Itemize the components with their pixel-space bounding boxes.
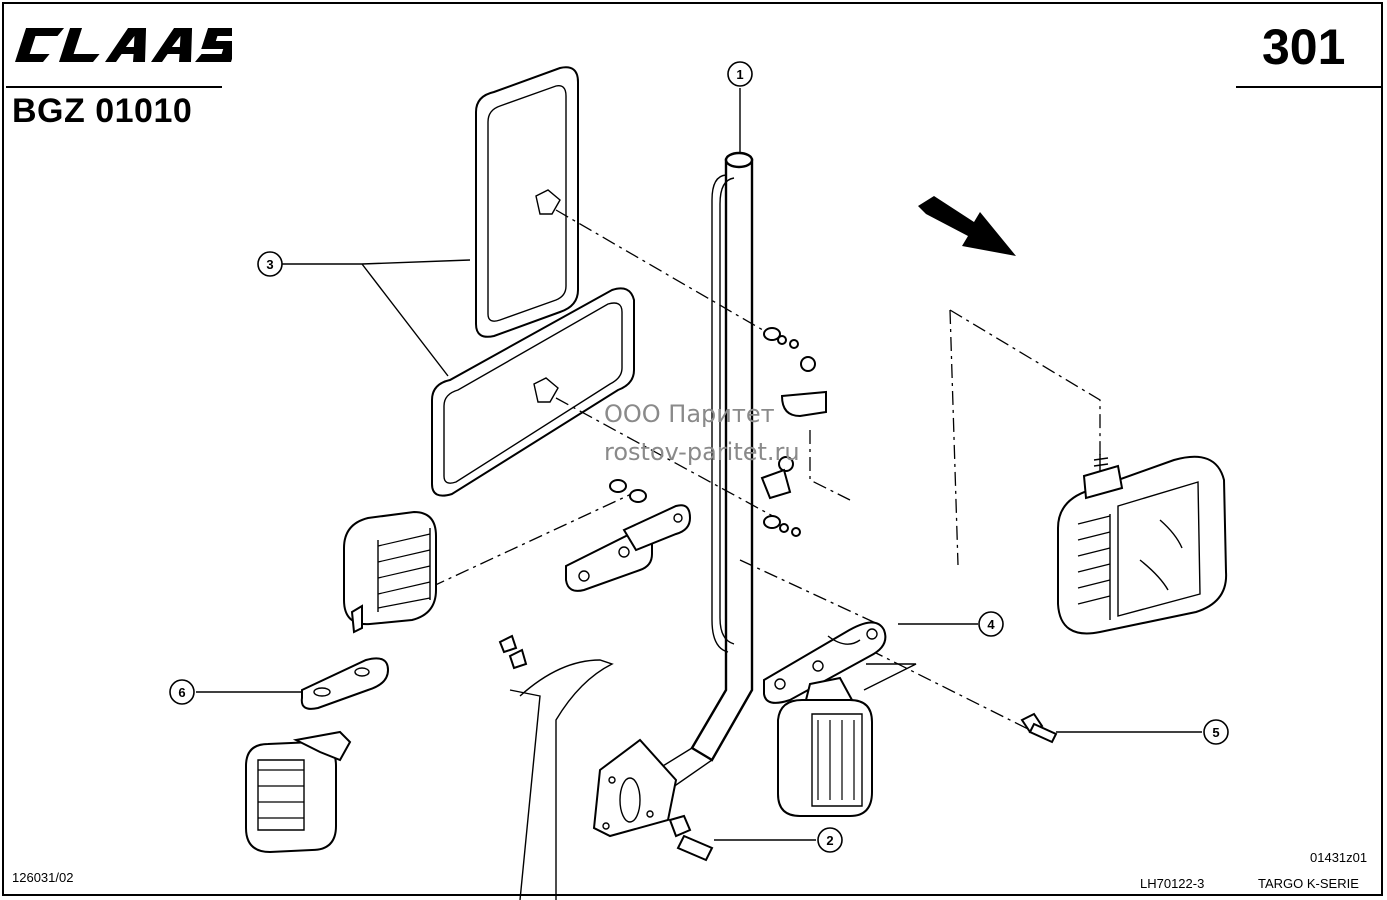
direction-arrow: [918, 196, 1016, 256]
claas-logo: [15, 28, 232, 62]
callout-1: 1: [727, 61, 753, 87]
callout-4: 4: [978, 611, 1004, 637]
watermark-website: rostov-paritet.ru: [604, 438, 800, 466]
callout-3: 3: [257, 251, 283, 277]
work-light-lower-left: [245, 730, 352, 854]
footer-figure-id: 01431z01: [1310, 850, 1368, 865]
watermark-company: ООО Паритет: [604, 400, 775, 428]
mirror-hardware: [609, 327, 827, 537]
hex-bolt: [1020, 712, 1058, 744]
svg-text:3: 3: [266, 257, 273, 272]
mirror-support-post: [623, 151, 754, 811]
mounting-plate: [300, 657, 390, 710]
svg-text:2: 2: [826, 833, 833, 848]
upper-mirror: [475, 66, 579, 338]
cab-pillar: [498, 634, 714, 900]
footer-series: TARGO K-SERIE: [1258, 876, 1359, 891]
work-light-lower-right: [777, 676, 873, 817]
drawing-code: BGZ 01010: [12, 92, 193, 130]
svg-text:6: 6: [178, 685, 185, 700]
footer-left-code: 126031/02: [12, 870, 74, 885]
lower-mirror: [431, 287, 635, 497]
svg-text:4: 4: [987, 617, 995, 632]
callout-6: 6: [169, 679, 195, 705]
work-light-right: [1057, 454, 1228, 635]
callout-leaders: [196, 88, 1202, 841]
callout-2: 2: [817, 827, 843, 853]
svg-text:1: 1: [736, 67, 743, 82]
work-light-upper-left: [343, 510, 437, 634]
callout-5: 5: [1203, 719, 1229, 745]
svg-text:5: 5: [1212, 725, 1219, 740]
header-rule-left: [6, 86, 222, 88]
footer-part-ref: LH70122-3: [1140, 876, 1205, 891]
upper-clamp-bracket: [565, 504, 692, 592]
page-number: 301: [1262, 19, 1346, 75]
lower-clamp-bracket: [763, 621, 887, 704]
header-rule-right: [1236, 86, 1381, 88]
